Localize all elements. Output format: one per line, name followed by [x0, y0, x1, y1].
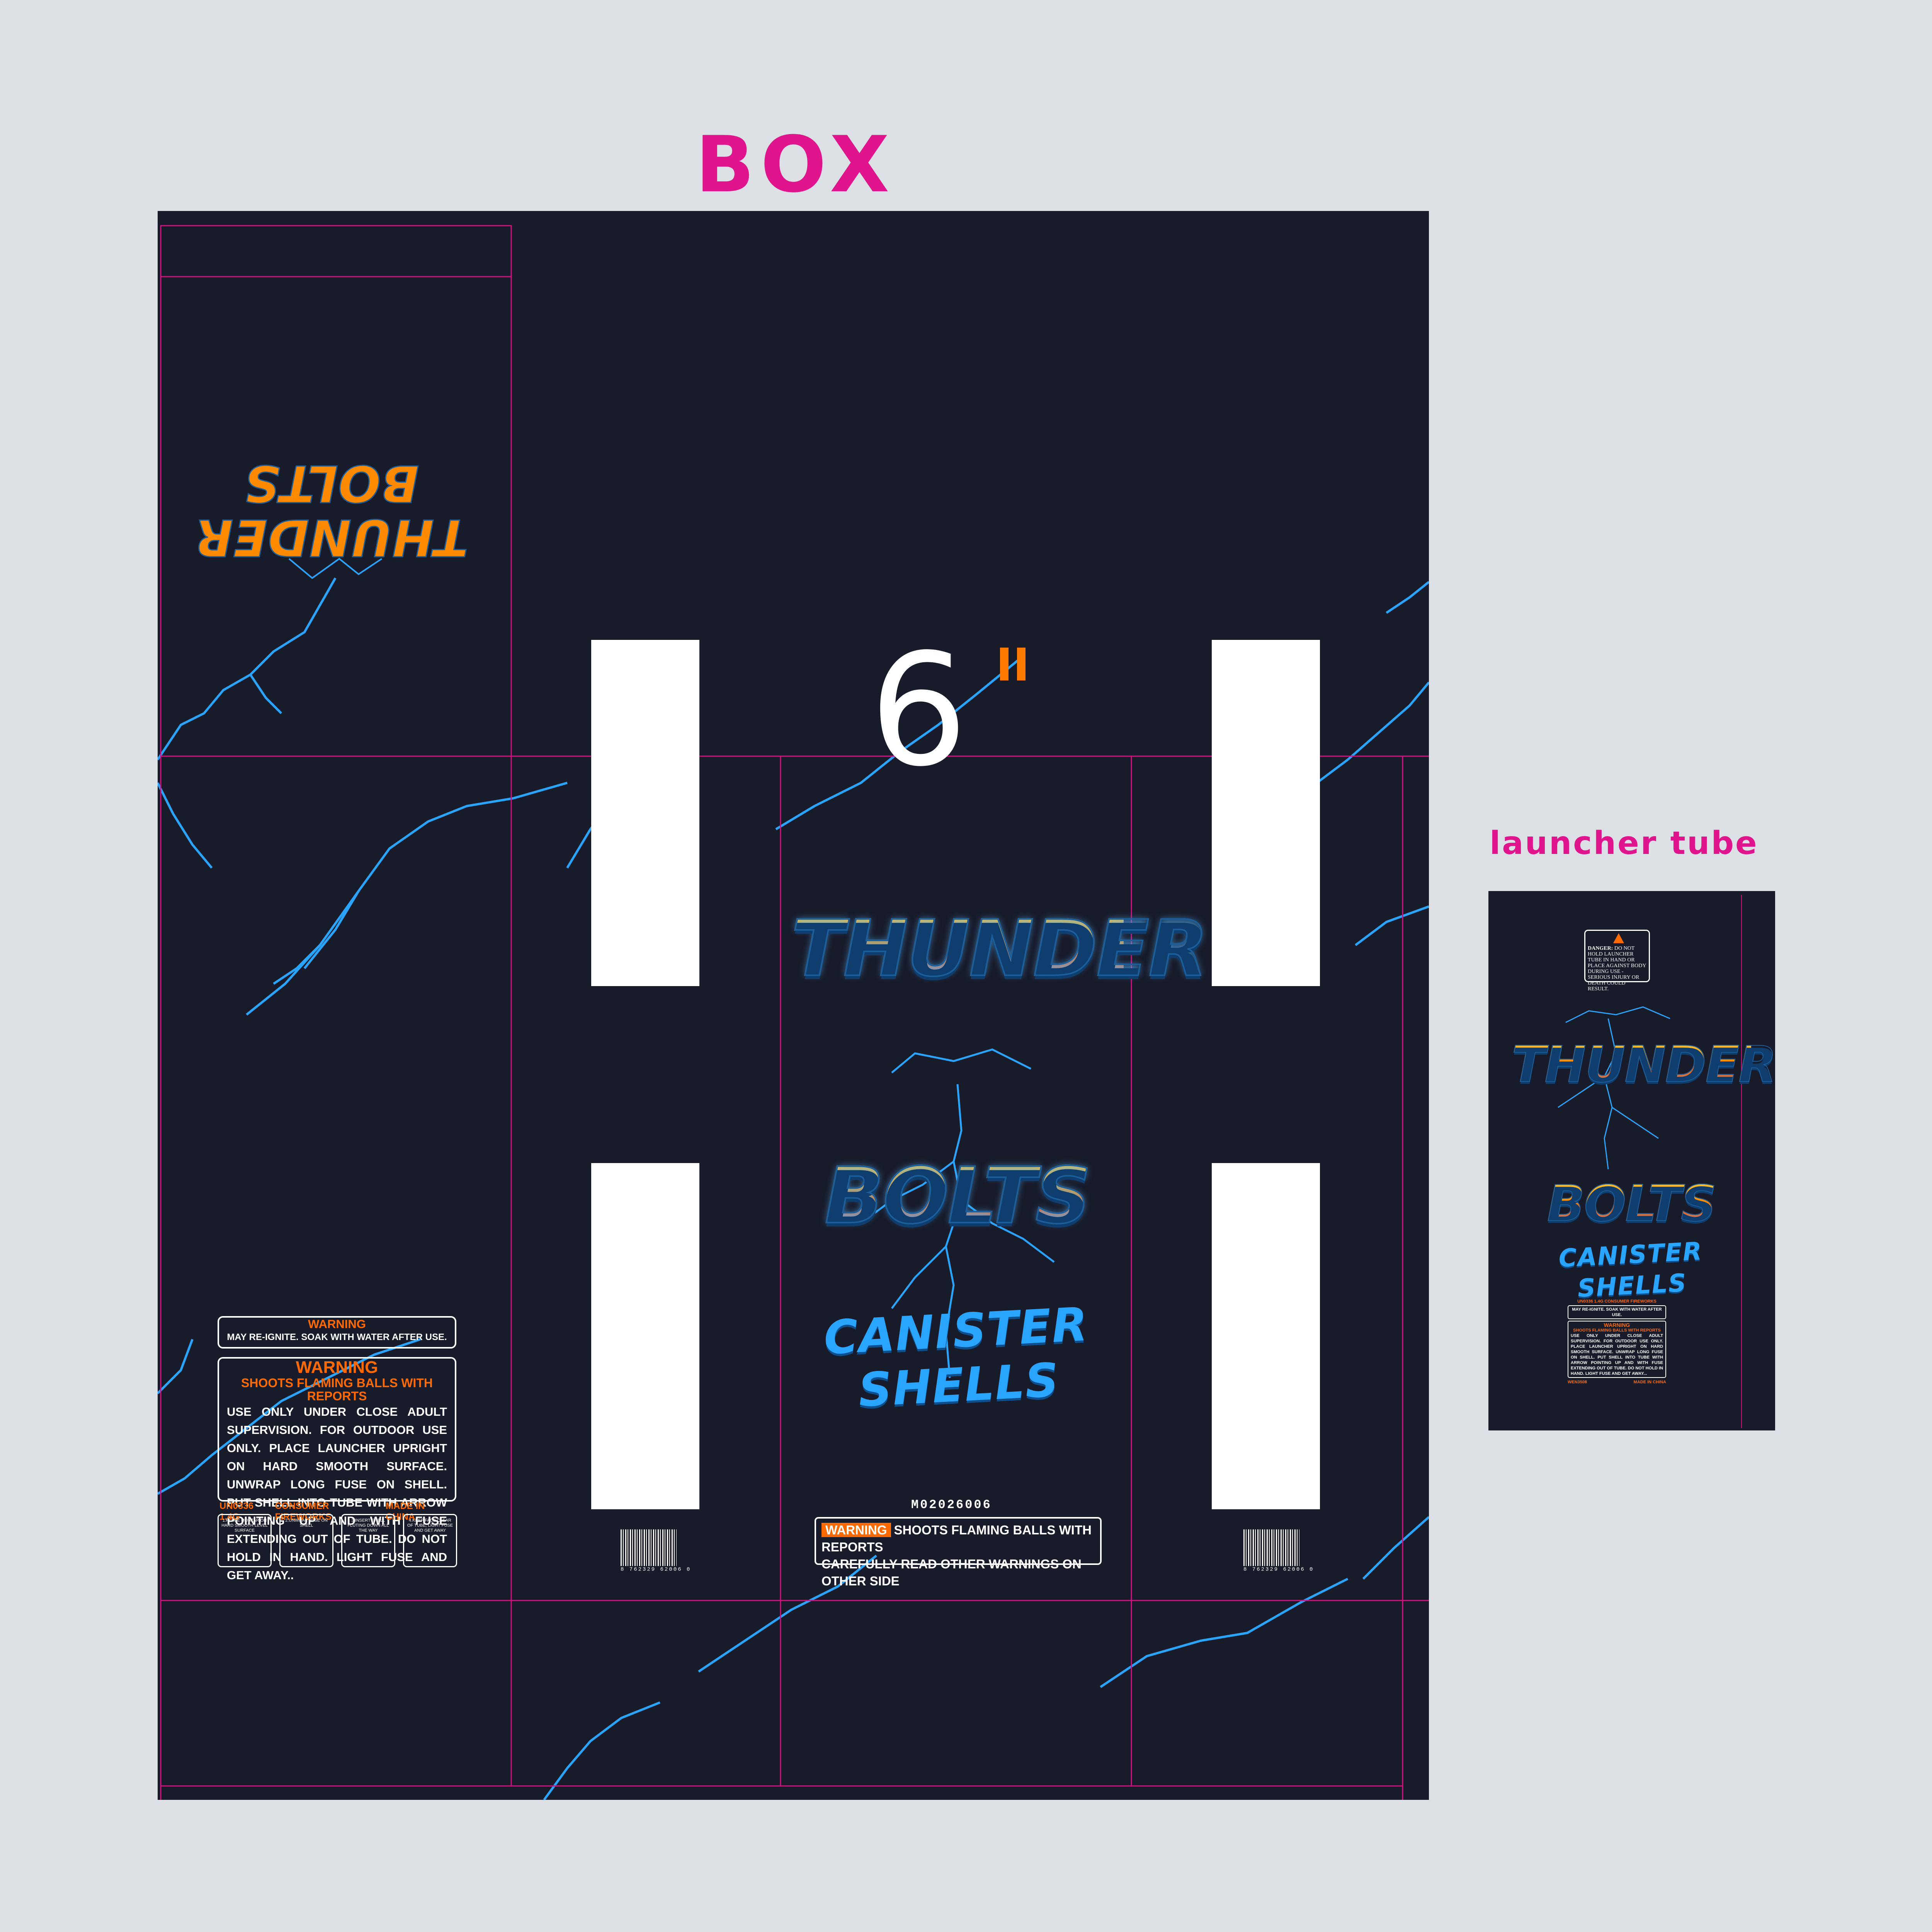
- tube-subtitle: CANISTER SHELLS: [1558, 1237, 1703, 1303]
- window-right-top: [1212, 640, 1320, 986]
- made-in-china: MADE IN CHINA: [386, 1501, 425, 1522]
- box-dieline: THUNDER BOLTS 6 THUNDER BOLTS CANISTER S…: [158, 211, 1429, 1800]
- tube-warn-title: WARNING: [1604, 1322, 1630, 1328]
- reignite-warning: WARNING MAY RE-IGNITE. SOAK WITH WATER A…: [218, 1316, 456, 1349]
- tube-guides: [1558, 895, 1742, 1428]
- tube-un-line: UN0336 1.4G CONSUMER FIREWORKS: [1577, 1299, 1656, 1304]
- flap-logo-title-top: THUNDER: [195, 508, 469, 567]
- main-warning-body: USE ONLY UNDER CLOSE ADULT SUPERVISION. …: [227, 1405, 447, 1582]
- main-warning-title: WARNING: [296, 1358, 378, 1377]
- main-warning: WARNING SHOOTS FLAMING BALLS WITH REPORT…: [218, 1357, 456, 1582]
- tube-origin: MADE IN CHINA: [1633, 1380, 1666, 1384]
- lightning-decoration: [158, 577, 1429, 1800]
- front-subtitle: CANISTER SHELLS: [822, 1298, 1090, 1418]
- tube-footer: WEN3508 MADE IN CHINA: [1568, 1379, 1666, 1385]
- barcode-left: [621, 1529, 677, 1566]
- tube-title-top: THUNDER: [1511, 1036, 1777, 1094]
- flap-logo-title-bottom: BOLTS: [244, 454, 419, 513]
- launcher-tube-wrap: DANGER: DO NOT HOLD LAUNCHER TUBE IN HAN…: [1488, 891, 1777, 1430]
- side-footer: UN0336 1.4G CONSUMER FIREWORKS MADE IN C…: [219, 1501, 455, 1522]
- front-warning-tag: WARNING: [821, 1523, 891, 1537]
- tube-lightning: [1558, 1006, 1670, 1170]
- window-right-bottom: [1212, 1163, 1320, 1509]
- reignite-text: MAY RE-IGNITE. SOAK WITH WATER AFTER USE…: [227, 1332, 447, 1342]
- tube-danger-title: DANGER:: [1588, 946, 1613, 951]
- window-left-top: [591, 640, 699, 986]
- main-warning-subtitle: SHOOTS FLAMING BALLS WITH REPORTS: [241, 1376, 433, 1403]
- front-warning-line1: SHOOTS FLAMING BALLS WITH REPORTS: [821, 1523, 1092, 1554]
- warning-triangle-icon: [1613, 933, 1624, 943]
- tube-danger-box: DANGER: DO NOT HOLD LAUNCHER TUBE IN HAN…: [1584, 930, 1650, 992]
- tube-code: WEN3508: [1568, 1380, 1587, 1384]
- size-number: 6: [869, 621, 968, 801]
- front-title-bottom: BOLTS: [791, 1153, 1124, 1240]
- un-code: UN0336 1.4G: [219, 1501, 254, 1522]
- tube-danger-text: DO NOT HOLD LAUNCHER TUBE IN HAND OR PLA…: [1588, 946, 1646, 992]
- tube-warn-subtitle: SHOOTS FLAMING BALLS WITH REPORTS: [1573, 1328, 1661, 1333]
- pictogram-2: 2.UNWRAP FUSE ON SHELL: [279, 1514, 333, 1567]
- box-label: BOX: [696, 120, 896, 210]
- window-left-bottom: [591, 1163, 699, 1509]
- barcode-right: [1243, 1529, 1299, 1566]
- item-code: M02026006: [911, 1498, 992, 1512]
- tube-warn-body: USE ONLY UNDER CLOSE ADULT SUPERVISION. …: [1571, 1333, 1663, 1376]
- barcode-left-digits: 8 762329 62006 0: [621, 1566, 691, 1573]
- tube-title-bottom: BOLTS: [1512, 1177, 1751, 1231]
- inch-mark: [1000, 648, 1009, 680]
- front-warning-line2: CAREFULLY READ OTHER WARNINGS ON OTHER S…: [821, 1557, 1082, 1588]
- pictogram-1: 1.PLACE MORTAR ON HARD SMOOTH LEVEL SURF…: [218, 1514, 272, 1567]
- flap-logo: THUNDER BOLTS: [194, 454, 469, 579]
- consumer-fireworks: CONSUMER FIREWORKS: [275, 1501, 332, 1522]
- fold-lines: [160, 225, 1429, 1800]
- tube-warning-block: UN0336 1.4G CONSUMER FIREWORKS MAY RE-IG…: [1568, 1299, 1666, 1385]
- launcher-tube-label: launcher tube: [1490, 825, 1759, 862]
- flap-lightning-icon: [288, 558, 383, 579]
- tube-reignite: MAY RE-IGNITE. SOAK WITH WATER AFTER USE…: [1568, 1305, 1666, 1319]
- pictogram-4: 4.KEEP FACE CLEAR OF TUBE, LIGHT FUSE AN…: [403, 1514, 457, 1567]
- front-title-top: THUNDER: [791, 904, 1209, 994]
- tube-main-warning: WARNING SHOOTS FLAMING BALLS WITH REPORT…: [1568, 1321, 1666, 1378]
- barcode-right-digits: 8 762329 62006 0: [1243, 1566, 1314, 1573]
- front-logo-lightning: [860, 1048, 1055, 1378]
- reignite-title: WARNING: [308, 1317, 366, 1331]
- dieline-cut-lines: THUNDER BOLTS: [158, 225, 1429, 1800]
- pictogram-3: 3.INSERT SHELL FLUTING DOWN ALL THE WAY: [341, 1514, 395, 1567]
